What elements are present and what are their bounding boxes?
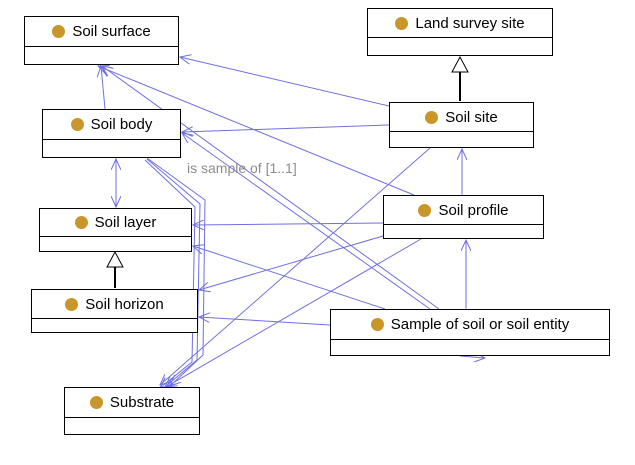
class-icon bbox=[70, 118, 84, 131]
class-icon bbox=[418, 203, 432, 217]
class-icon bbox=[52, 25, 66, 38]
class-soil-layer[interactable]: Soil layer bbox=[39, 208, 192, 252]
class-icon bbox=[74, 216, 88, 229]
class-substrate-name: Substrate bbox=[109, 394, 175, 411]
association-label: is sample of [1..1] bbox=[187, 160, 297, 176]
association-line[interactable] bbox=[459, 356, 485, 358]
class-icon bbox=[425, 110, 439, 124]
association-line[interactable] bbox=[144, 159, 196, 388]
class-soil-surface-name: Soil surface bbox=[72, 23, 151, 40]
class-icon bbox=[395, 16, 409, 30]
class-sample-name: Sample of soil or soil entity bbox=[390, 316, 570, 333]
generalization-arrow[interactable] bbox=[451, 55, 469, 101]
association-line[interactable] bbox=[101, 66, 105, 110]
class-icon bbox=[370, 318, 384, 331]
class-sample-of-soil-or-soil-entity[interactable]: Sample of soil or soil entity bbox=[330, 309, 610, 356]
class-soil-body-name: Soil body bbox=[90, 116, 153, 133]
class-icon bbox=[89, 396, 103, 409]
association-line[interactable] bbox=[166, 238, 422, 387]
association-line[interactable] bbox=[182, 133, 431, 310]
association-line[interactable] bbox=[199, 235, 384, 290]
association-line[interactable] bbox=[193, 246, 386, 310]
class-soil-layer-name: Soil layer bbox=[94, 214, 157, 231]
class-soil-site[interactable]: Soil site bbox=[389, 102, 534, 148]
generalization-arrow[interactable] bbox=[106, 250, 124, 288]
association-line[interactable] bbox=[180, 57, 390, 107]
association-line[interactable] bbox=[98, 66, 415, 196]
association-line[interactable] bbox=[199, 317, 331, 326]
class-icon bbox=[65, 297, 79, 311]
class-substrate[interactable]: Substrate bbox=[64, 387, 200, 435]
association-line[interactable] bbox=[193, 223, 384, 225]
class-soil-body[interactable]: Soil body bbox=[42, 109, 181, 158]
association-line[interactable] bbox=[102, 66, 440, 310]
association-line[interactable] bbox=[160, 147, 431, 385]
association-line[interactable] bbox=[146, 157, 206, 386]
class-soil-site-name: Soil site bbox=[445, 108, 498, 126]
class-soil-surface[interactable]: Soil surface bbox=[24, 16, 179, 65]
class-soil-horizon-name: Soil horizon bbox=[85, 295, 164, 313]
class-soil-profile[interactable]: Soil profile bbox=[383, 195, 544, 239]
class-soil-horizon[interactable]: Soil horizon bbox=[31, 289, 198, 333]
class-soil-profile-name: Soil profile bbox=[438, 201, 509, 219]
class-land-survey-site[interactable]: Land survey site bbox=[367, 8, 553, 56]
association-line[interactable] bbox=[182, 124, 390, 132]
association-line[interactable] bbox=[146, 158, 201, 387]
class-land-survey-site-name: Land survey site bbox=[415, 14, 525, 32]
